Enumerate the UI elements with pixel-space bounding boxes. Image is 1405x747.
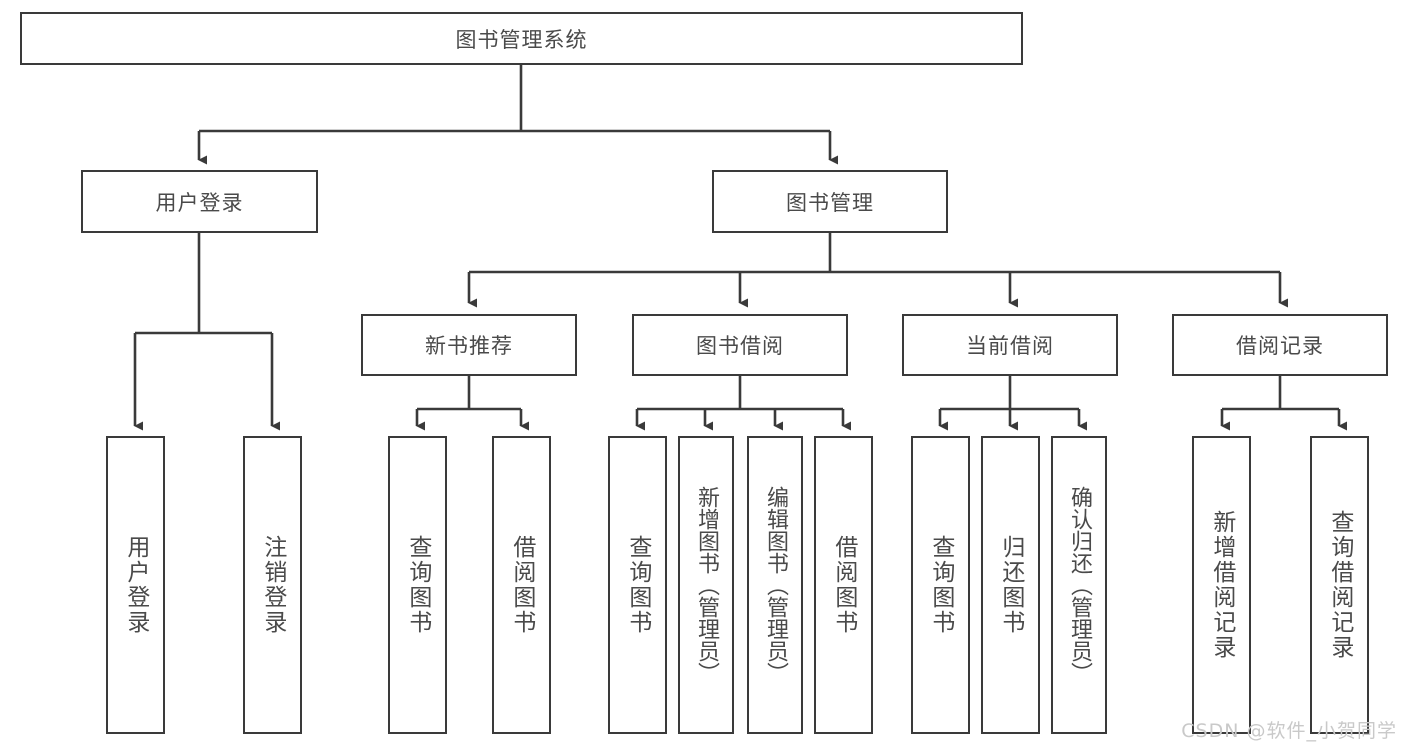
leaf-add-borrow-record[interactable]: 新增借阅记录 <box>1192 436 1251 734</box>
leaf-query-borrow-record[interactable]: 查询借阅记录 <box>1310 436 1369 734</box>
leaf-confirm-return-admin[interactable]: 确认归还（管理员） <box>1051 436 1107 734</box>
leaf-label: 查询图书 <box>624 535 651 635</box>
leaf-label: 注销登录 <box>259 535 286 635</box>
leaf-label: 借阅图书 <box>508 535 535 635</box>
node-new-book-recommend[interactable]: 新书推荐 <box>361 314 577 376</box>
node-current-borrow[interactable]: 当前借阅 <box>902 314 1118 376</box>
leaf-add-book-admin[interactable]: 新增图书（管理员） <box>678 436 734 734</box>
leaf-user-login[interactable]: 用户登录 <box>106 436 165 734</box>
leaf-borrow-book-newbook[interactable]: 借阅图书 <box>492 436 551 734</box>
leaf-return-book[interactable]: 归还图书 <box>981 436 1040 734</box>
leaf-label: 归还图书 <box>997 535 1024 635</box>
leaf-edit-book-admin[interactable]: 编辑图书（管理员） <box>747 436 803 734</box>
leaf-label: 查询图书 <box>927 535 954 635</box>
node-book-borrow[interactable]: 图书借阅 <box>632 314 848 376</box>
leaf-label: 借阅图书 <box>830 535 857 635</box>
leaf-label: 用户登录 <box>122 535 149 635</box>
leaf-borrow-book-borrow[interactable]: 借阅图书 <box>814 436 873 734</box>
leaf-query-book-borrow[interactable]: 查询图书 <box>608 436 667 734</box>
node-user-login[interactable]: 用户登录 <box>81 170 318 233</box>
leaf-label: 查询借阅记录 <box>1326 510 1353 660</box>
leaf-query-book-current[interactable]: 查询图书 <box>911 436 970 734</box>
node-borrow-record[interactable]: 借阅记录 <box>1172 314 1388 376</box>
node-book-management[interactable]: 图书管理 <box>712 170 948 233</box>
leaf-label: 新增借阅记录 <box>1208 510 1235 660</box>
leaf-label: 新增图书（管理员） <box>694 486 719 684</box>
leaf-label: 确认归还（管理员） <box>1067 486 1092 684</box>
node-root[interactable]: 图书管理系统 <box>20 12 1023 65</box>
leaf-logout[interactable]: 注销登录 <box>243 436 302 734</box>
leaf-label: 查询图书 <box>404 535 431 635</box>
leaf-label: 编辑图书（管理员） <box>763 486 788 684</box>
leaf-query-book-newbook[interactable]: 查询图书 <box>388 436 447 734</box>
